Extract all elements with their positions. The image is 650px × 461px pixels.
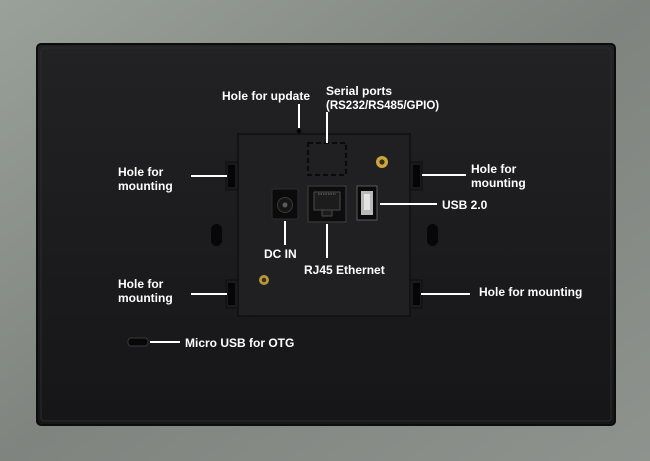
label-mounting-top-right: Hole for mounting [471, 162, 526, 190]
side-slot-bottom-left [228, 283, 235, 305]
label-serial-ports-detail: (RS232/RS485/GPIO) [326, 100, 440, 112]
label-mounting-bottom-right: Hole for mounting [479, 285, 583, 299]
panel-inner-edge [40, 47, 612, 422]
label-mounting-top-left: Hole for mounting [118, 165, 173, 193]
label-hole-for-update: Hole for update [222, 89, 311, 103]
mounting-slot-left [211, 224, 222, 246]
label-serial-ports: Serial ports [326, 84, 393, 98]
label-usb20: USB 2.0 [442, 198, 488, 212]
micro-usb-port [127, 337, 149, 347]
label-rj45-ethernet: RJ45 Ethernet [304, 263, 385, 277]
side-slot-top-right [413, 165, 420, 187]
mounting-slot-right [427, 224, 438, 246]
label-dc-in: DC IN [264, 247, 297, 261]
side-slot-bottom-right [413, 283, 420, 305]
label-mounting-bottom-left: Hole for mounting [118, 277, 173, 305]
side-slot-top-left [228, 165, 235, 187]
update-hole [296, 128, 302, 134]
leader-lines [150, 104, 470, 343]
label-micro-usb-otg: Micro USB for OTG [185, 336, 295, 350]
